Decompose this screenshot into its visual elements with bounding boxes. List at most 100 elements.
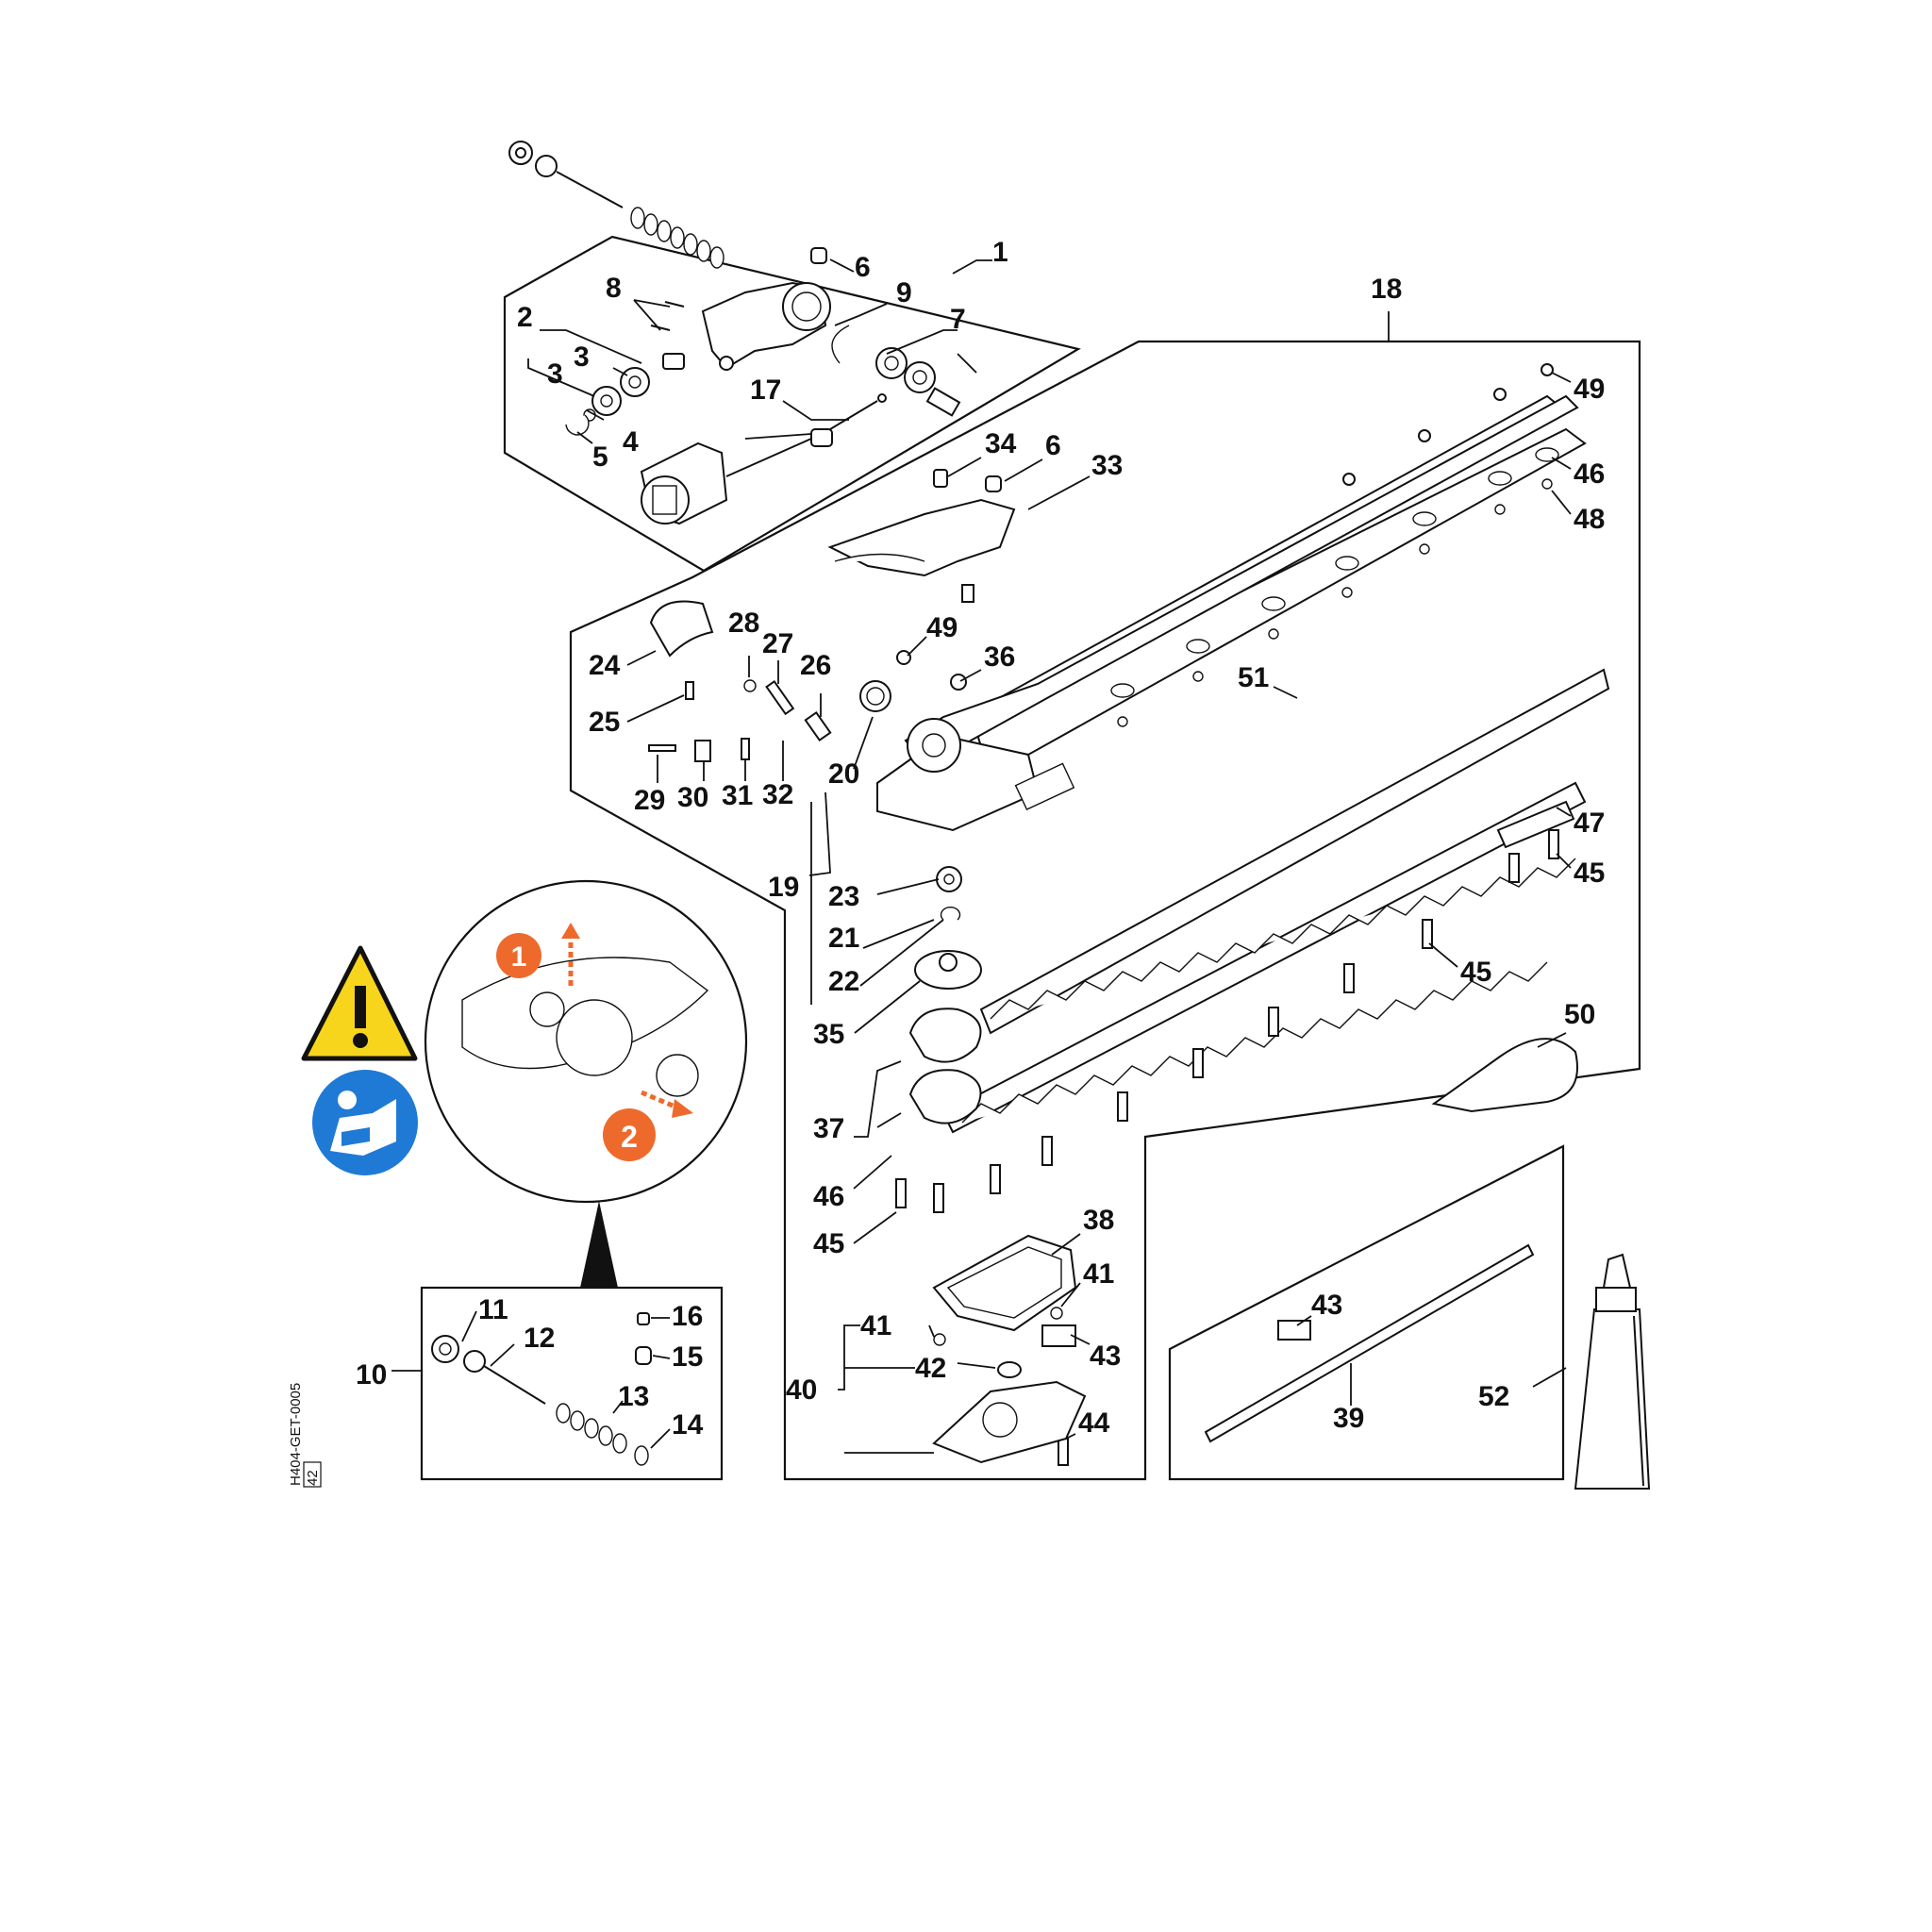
shaft-parts-frame [420, 1286, 724, 1481]
callout-25: 25 [589, 707, 620, 738]
circlip-part-5 [565, 414, 590, 436]
callout-41: 41 [860, 1310, 891, 1341]
callout-32: 32 [762, 779, 793, 810]
callout-37: 37 [813, 1113, 844, 1144]
warning-triangle-icon [301, 945, 418, 1061]
callout-22: 22 [828, 966, 859, 997]
callout-44: 44 [1078, 1407, 1110, 1439]
callout-43: 43 [1311, 1290, 1342, 1321]
gearbox-assembly-group [503, 141, 1081, 573]
callout-50: 50 [1564, 999, 1595, 1030]
callout-45: 45 [1574, 858, 1605, 889]
callout-21: 21 [828, 923, 859, 954]
callout-30: 30 [677, 782, 708, 813]
clip-part-43b [1277, 1320, 1311, 1341]
coupling-part-17 [810, 393, 887, 447]
shaft-parts-group [431, 1312, 652, 1466]
plate-part-47 [1496, 800, 1575, 849]
screw-part-45 [895, 829, 1559, 1213]
callout-52: 52 [1478, 1381, 1509, 1412]
detail-magnifier-circle [424, 879, 748, 1204]
small-parts-group [648, 600, 832, 762]
callout-17: 17 [750, 375, 781, 406]
shaft-sleeve [640, 438, 812, 525]
callout-38: 38 [1083, 1205, 1114, 1236]
callout-6: 6 [1045, 430, 1061, 461]
callout-16: 16 [672, 1301, 703, 1332]
callout-2: 2 [517, 302, 533, 333]
washer-part-46 [1110, 447, 1559, 698]
callout-19: 19 [768, 872, 799, 903]
step-2-badge [603, 1108, 656, 1161]
nut-part-49-right [1342, 363, 1554, 486]
screw-part-8 [664, 301, 685, 308]
callout-5: 5 [592, 441, 608, 473]
spring-part-26 [804, 710, 832, 742]
callout-14: 14 [672, 1409, 704, 1441]
callout-41: 41 [1083, 1258, 1114, 1290]
pin-part-31 [741, 738, 750, 760]
arrow-up-icon [561, 923, 580, 939]
pin-part [961, 584, 974, 603]
circlip-part-9 [831, 325, 850, 364]
circlip-part-21 [940, 907, 961, 921]
callout-46: 46 [813, 1181, 844, 1212]
callout-43: 43 [1090, 1341, 1121, 1372]
pin-part-27 [765, 679, 795, 716]
callout-48: 48 [1574, 504, 1605, 535]
callout-18: 18 [1371, 274, 1402, 305]
gearbox-housing [701, 281, 831, 371]
callout-3: 3 [574, 341, 590, 373]
callout-20: 20 [828, 758, 859, 790]
screw-part-16 [637, 1312, 650, 1325]
drive-shaft-top [508, 141, 724, 269]
handle-part-33 [827, 498, 1016, 603]
callout-3: 3 [547, 358, 563, 390]
callout-26: 26 [800, 650, 831, 681]
callout-39: 39 [1333, 1403, 1364, 1434]
callout-27: 27 [762, 628, 793, 659]
bolt-part-29 [648, 744, 676, 752]
callout-51: 51 [1238, 662, 1269, 693]
callout-8: 8 [606, 273, 622, 304]
nut-part-36 [950, 674, 967, 691]
cutter-assembly-frame [569, 340, 1641, 1481]
callout-24: 24 [589, 650, 621, 681]
callout-12: 12 [524, 1323, 555, 1354]
callout-15: 15 [672, 1341, 703, 1373]
grease-tube-part-52 [1574, 1253, 1651, 1490]
callout-31: 31 [722, 780, 753, 811]
screw-part-34 [933, 469, 948, 488]
callout-40: 40 [786, 1374, 817, 1406]
ring-part-14 [634, 1445, 649, 1466]
callout-34: 34 [985, 428, 1017, 459]
callout-36: 36 [984, 641, 1015, 673]
callout-35: 35 [813, 1019, 844, 1050]
callout-45: 45 [1460, 957, 1491, 988]
callout-49: 49 [926, 612, 958, 643]
blade-guard-frame [1168, 1144, 1565, 1481]
gearbox-assembly-frame [503, 235, 1081, 573]
deflector-part-50 [1431, 1038, 1578, 1113]
callout-6: 6 [855, 252, 871, 283]
sheet-number-box [303, 1461, 322, 1488]
washer-part-48 [1117, 478, 1553, 727]
arrow-right-icon [672, 1099, 693, 1118]
callout-4: 4 [623, 426, 639, 458]
callout-13: 13 [618, 1381, 649, 1412]
callout-23: 23 [828, 881, 859, 912]
read-manual-icon [312, 1070, 418, 1175]
gear-housing-part-19 [876, 718, 1075, 832]
callout-1: 1 [992, 237, 1008, 268]
callout-46: 46 [1574, 458, 1605, 490]
sheet-number: 42 [305, 1470, 321, 1486]
warning-detail-group: 1 2 [301, 879, 748, 1288]
nut-part-49-left [896, 650, 911, 665]
step-1-label: 1 [511, 941, 527, 973]
clip-part-43 [1041, 1324, 1076, 1347]
callout-11: 11 [478, 1294, 508, 1325]
screw-part-25 [685, 681, 694, 700]
part-41 [1050, 1307, 1063, 1320]
callout-45: 45 [813, 1228, 844, 1259]
callout-28: 28 [728, 608, 759, 639]
